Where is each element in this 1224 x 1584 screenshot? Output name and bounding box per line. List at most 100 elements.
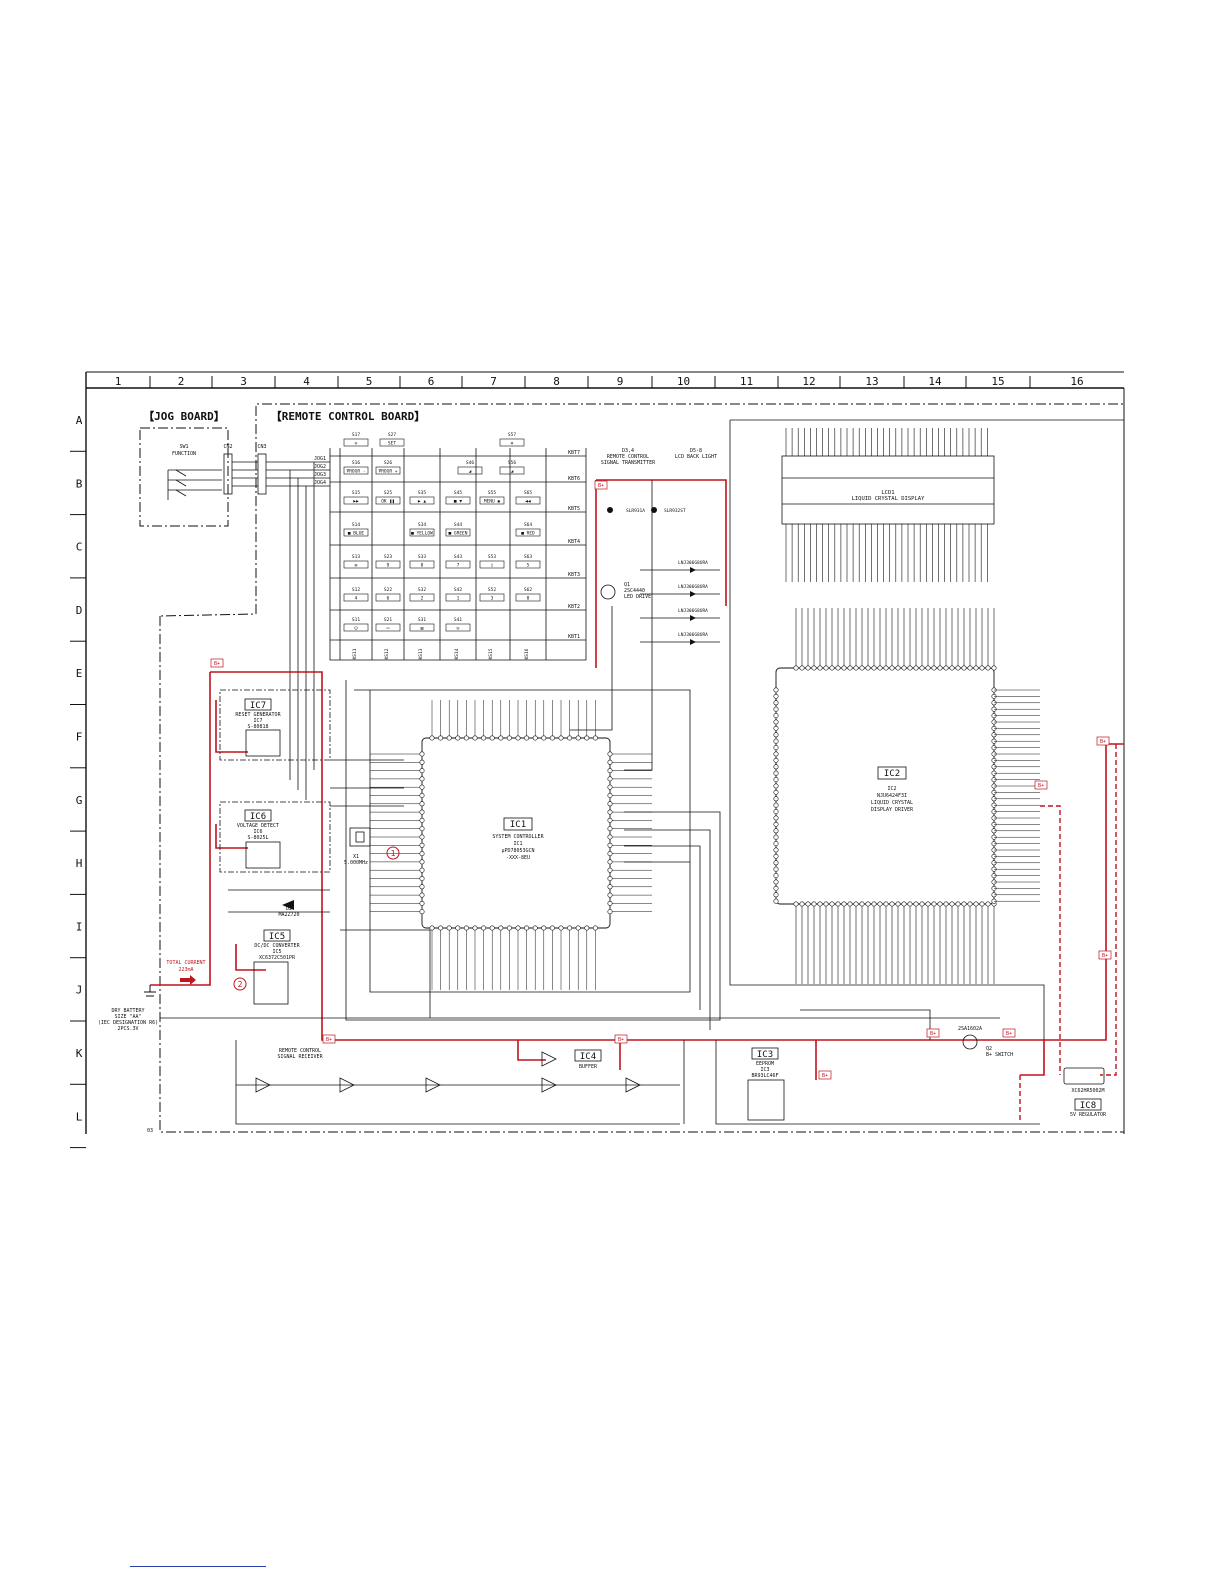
key-cap [379, 438, 405, 447]
key-switch: S46◢ [457, 460, 483, 475]
column-label: 15 [991, 375, 1004, 388]
buffer-gates [236, 1051, 680, 1093]
ic2-pin-pad [865, 665, 871, 671]
ic1-pin-pad [472, 735, 478, 741]
bplus-flag-label: B+ [326, 1037, 332, 1043]
ic1-pin-pad [607, 834, 613, 840]
ic2-pin-pad [773, 879, 779, 885]
key-cap [343, 466, 369, 475]
ic1-body [421, 737, 611, 929]
ic1-pin-pad [455, 735, 461, 741]
key-name: ▶▶ [353, 500, 359, 505]
jog-board-title: 【JOG BOARD】 [143, 410, 225, 423]
ic1-pin-pad [575, 735, 581, 741]
key-switch: S21▭ [375, 617, 401, 632]
ic2-pin-pad [937, 901, 943, 907]
ic1-pin-pad [481, 735, 487, 741]
ic2-pin-pad [931, 665, 937, 671]
q1-label: Q1 [624, 582, 630, 588]
bplus-flag-label: B+ [598, 483, 604, 489]
ic1-pin-pad [419, 817, 425, 823]
key-cap [375, 623, 401, 632]
ic1-pin-pad [607, 801, 613, 807]
bplus-flag: B+ [594, 480, 608, 490]
ic2-pin-pad [773, 841, 779, 847]
ic1-pins [370, 700, 652, 990]
key-ref: S63 [524, 554, 532, 560]
ic2-tag-box [877, 766, 907, 780]
ic6-part: S-8025L [247, 835, 268, 841]
ic2-pin-pad [773, 809, 779, 815]
key-cap [409, 528, 435, 537]
ic1-pin-pad [607, 826, 613, 832]
battery-label2: SIZE "AA" [114, 1014, 141, 1020]
ic2-pin-pad [773, 866, 779, 872]
key-cap [515, 593, 541, 602]
key-switch: S34■ YELLOW [409, 522, 435, 537]
ic6-ref: IC6 [253, 829, 262, 835]
ic1-pin-pad [532, 925, 538, 931]
column-label: 7 [490, 375, 497, 388]
ic2-pin-pad [773, 719, 779, 725]
ic1-pin-pad [607, 817, 613, 823]
d34-caption1: REMOTE CONTROL [607, 454, 649, 460]
key-name: 8 [421, 563, 424, 569]
key-switch: S35▶ ▲ [409, 490, 435, 505]
led-part: LNJ306G8URA [678, 584, 708, 590]
column-label: 6 [428, 375, 435, 388]
ic3-tag: IC3 [757, 1050, 773, 1060]
ic2-pin-pad [925, 665, 931, 671]
ic2-pin-pad [985, 901, 991, 907]
ic1-pin-pad [515, 925, 521, 931]
ic2-pin-pad [773, 732, 779, 738]
ic1-pin-pad [607, 909, 613, 915]
key-cap [445, 496, 471, 505]
test-point-1 [386, 846, 400, 860]
key-ref: S26 [384, 460, 392, 466]
ic2-pin-pad [943, 901, 949, 907]
ic2-pin-pad [901, 901, 907, 907]
ic1-pin-pad [607, 851, 613, 857]
ic2-pin-pad [773, 828, 779, 834]
key-name: 6 [387, 596, 390, 602]
ic1-pin-pad [567, 735, 573, 741]
ic2-pin-pad [773, 713, 779, 719]
key-name: ■ ▼ [454, 500, 462, 505]
ic1-pin-pad [541, 925, 547, 931]
key-name: ⊙ [355, 442, 358, 447]
kbt-label: KBT4 [568, 539, 580, 545]
ic1-pin-pad [498, 925, 504, 931]
ic1-pin-pad [584, 735, 590, 741]
ic1-pin-pad [524, 735, 530, 741]
ic2-pin-pad [943, 665, 949, 671]
key-ref: S15 [352, 490, 360, 496]
jog-lines [232, 461, 330, 800]
row-label: I [76, 920, 83, 933]
jog-signal-label: JOG2 [314, 464, 326, 470]
sw1-name: FUNCTION [172, 451, 196, 457]
kbt-label: KBT2 [568, 604, 580, 610]
ic1-pin-pad [419, 842, 425, 848]
ic2-pin-pad [901, 665, 907, 671]
ic1-pin-pad [607, 768, 613, 774]
led-icon [690, 615, 696, 621]
bplus-flag: B+ [926, 1028, 940, 1038]
ic1-pin-pad [532, 735, 538, 741]
lcd-ref: LCD1 [881, 490, 894, 496]
key-cap [343, 438, 369, 447]
ic6-block [219, 801, 331, 873]
key-cap [515, 496, 541, 505]
key-ref: S27 [388, 432, 396, 438]
row-label: H [76, 857, 83, 870]
key-cap [409, 623, 435, 632]
key-name: 2 [421, 596, 424, 602]
ic2-pin-pad [895, 901, 901, 907]
ic7-title: RESET GENERATOR [235, 712, 281, 718]
column-label: 1 [115, 375, 122, 388]
ic1-pin-pad [481, 925, 487, 931]
